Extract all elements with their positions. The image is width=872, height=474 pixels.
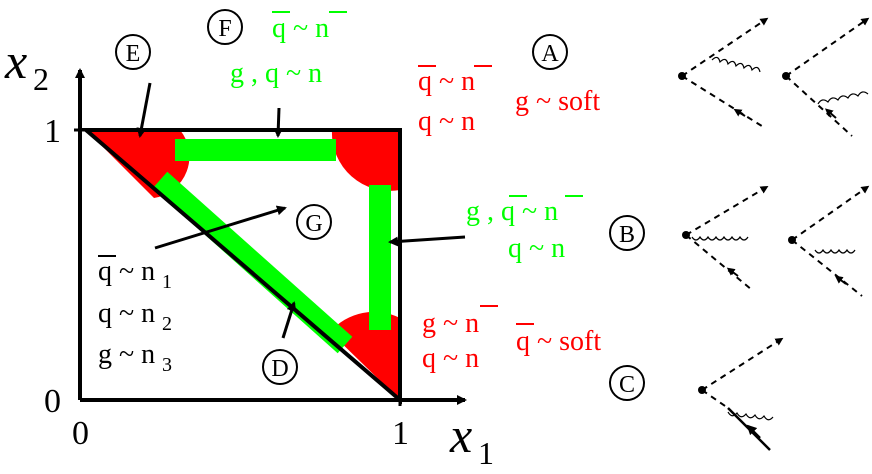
svg-text:D: D (271, 356, 288, 382)
svg-text:B: B (619, 222, 635, 248)
vertex-diagram-a2 (782, 17, 870, 137)
tag-d: D (262, 349, 298, 385)
svg-text:q ~ n: q ~ n (98, 256, 155, 287)
svg-text:g ~ n: g ~ n (98, 339, 155, 370)
svg-text:F: F (218, 16, 231, 42)
vertex-diagram-b2 (788, 185, 870, 297)
svg-text:g ~ n: g ~ n (422, 308, 479, 339)
arrow-b (388, 235, 466, 247)
tag-g: G (296, 204, 332, 240)
triangle-outline (80, 128, 402, 405)
label-c: g ~ n q ~ n q ~ soft (422, 305, 601, 374)
arrow-f (273, 107, 284, 138)
vertex-diagram-b1 (682, 185, 769, 291)
region-a-red (331, 130, 400, 191)
tag-f: F (207, 9, 243, 45)
svg-text:q ~ n: q ~ n (422, 343, 479, 374)
svg-text:q ~ n: q ~ n (272, 13, 329, 44)
svg-text:q ~ n: q ~ n (508, 233, 565, 264)
tag-b: B (609, 215, 645, 251)
label-g: q ~ n 1 q ~ n 2 g ~ n 3 (98, 255, 172, 376)
tag-a: A (532, 34, 568, 70)
svg-text:2: 2 (162, 313, 172, 335)
svg-text:q ~ n: q ~ n (418, 106, 475, 137)
tag-c: C (609, 365, 645, 401)
svg-text:E: E (126, 41, 141, 67)
y-axis-label: x (4, 33, 27, 89)
svg-text:q ~ n: q ~ n (418, 66, 475, 97)
svg-text:G: G (305, 211, 322, 237)
x-tick-1: 1 (392, 415, 409, 452)
svg-text:3: 3 (162, 354, 172, 376)
svg-text:g , q ~ n: g , q ~ n (466, 196, 558, 227)
label-b: g , q ~ n q ~ n (466, 195, 583, 264)
vertex-diagram-c (698, 337, 784, 451)
x-axis-sub: 1 (478, 435, 494, 471)
svg-text:g ~ soft: g ~ soft (515, 86, 600, 117)
region-d-band (152, 171, 353, 354)
label-a: q ~ n q ~ n g ~ soft (418, 65, 600, 137)
y-tick-1: 1 (44, 113, 61, 150)
svg-text:q ~ soft: q ~ soft (516, 326, 601, 357)
label-f: q ~ n g , q ~ n (230, 11, 347, 89)
svg-text:C: C (619, 372, 635, 398)
svg-text:g , q ~ n: g , q ~ n (230, 58, 322, 89)
svg-text:q ~ n: q ~ n (98, 298, 155, 329)
tag-e: E (115, 34, 151, 70)
y-axis-sub: 2 (33, 61, 49, 97)
x-tick-0: 0 (72, 415, 89, 452)
x-axis-label: x (449, 407, 472, 463)
svg-text:A: A (541, 41, 559, 67)
arrow-g (154, 205, 287, 250)
vertex-diagram-a1 (678, 17, 769, 129)
svg-text:1: 1 (162, 271, 172, 293)
arrow-e (136, 82, 152, 138)
y-tick-0: 0 (44, 383, 61, 420)
arrow-d (281, 301, 297, 339)
